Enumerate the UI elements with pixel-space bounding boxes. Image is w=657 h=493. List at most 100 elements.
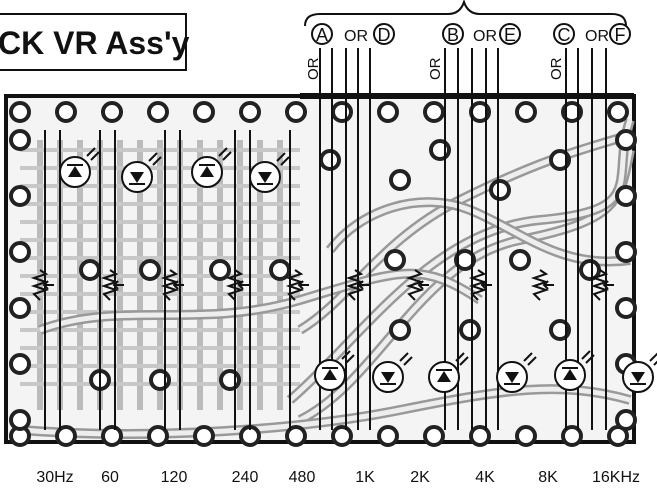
option-group-1: B OR E — [442, 23, 521, 45]
variable-resistor — [468, 269, 488, 301]
solder-pad — [615, 297, 637, 319]
light-rays — [276, 152, 290, 166]
option-primary-label: A — [316, 25, 328, 45]
solder-pad — [429, 139, 451, 161]
solder-pad — [549, 149, 571, 171]
title-text: CK VR Ass'y — [0, 25, 190, 61]
solder-pad — [331, 425, 353, 447]
solder-pad — [423, 101, 445, 123]
led-indicator — [372, 352, 413, 393]
diode-triangle — [68, 166, 82, 177]
variable-resistor — [225, 269, 245, 301]
wiper-arrow — [237, 280, 249, 290]
solder-pad — [389, 319, 411, 341]
solder-pad — [193, 425, 215, 447]
led-indicator — [121, 152, 162, 193]
wiper-arrow — [42, 280, 54, 290]
diode-triangle — [563, 369, 577, 380]
diode-triangle — [631, 372, 645, 383]
diode-triangle — [258, 172, 272, 183]
diode-triangle — [130, 172, 144, 183]
solder-pad — [561, 425, 583, 447]
option-or-label: OR — [473, 28, 497, 45]
solder-pad — [331, 101, 353, 123]
option-or-label: OR — [585, 28, 609, 45]
light-rays — [86, 147, 100, 161]
wiper-arrow — [602, 280, 614, 290]
freq-label-120: 120 — [161, 469, 188, 486]
solder-pad — [9, 101, 31, 123]
wiper-arrow — [542, 280, 554, 290]
light-rays — [581, 350, 595, 364]
led-indicator — [191, 147, 232, 188]
solder-pad — [219, 369, 241, 391]
freq-label-2k: 2K — [410, 469, 430, 486]
led-indicator — [622, 352, 657, 393]
wiper-arrow — [112, 280, 124, 290]
solder-pad — [377, 101, 399, 123]
frequency-labels: 30Hz 60 120 240 480 1K 2K 4K 8K 16KHz — [36, 469, 640, 486]
solder-pad — [607, 101, 629, 123]
solder-pad — [469, 425, 491, 447]
solder-pad — [561, 101, 583, 123]
solder-pad — [147, 425, 169, 447]
option-or-label: OR — [344, 28, 368, 45]
solder-pad — [285, 425, 307, 447]
freq-label-4k: 4K — [475, 469, 495, 486]
variable-resistor — [285, 269, 305, 301]
variable-resistor — [100, 269, 120, 301]
light-rays — [455, 352, 469, 366]
variable-resistor — [345, 269, 365, 301]
solder-pad — [515, 425, 537, 447]
freq-label-16khz: 16KHz — [592, 469, 640, 486]
freq-label-30hz: 30Hz — [36, 469, 73, 486]
solder-pad — [9, 241, 31, 263]
solder-pad — [239, 101, 261, 123]
variable-resistors — [30, 269, 614, 301]
solder-pad — [454, 249, 476, 271]
top-brace — [304, 0, 627, 27]
solder-pad — [269, 259, 291, 281]
option-primary-label: B — [447, 25, 459, 45]
title-box: CK VR Ass'y — [0, 13, 190, 71]
option-alt-label: F — [615, 25, 626, 45]
solder-pad — [615, 409, 637, 431]
light-rays — [523, 352, 537, 366]
vertical-or-label: OR — [427, 57, 444, 80]
variable-resistor — [590, 269, 610, 301]
solder-pad — [9, 129, 31, 151]
led-indicators — [59, 147, 657, 393]
solder-pad — [139, 259, 161, 281]
led-indicator — [314, 350, 355, 391]
wiper-arrow — [172, 280, 184, 290]
diode-triangle — [381, 372, 395, 383]
light-rays — [148, 152, 162, 166]
solder-pad — [101, 101, 123, 123]
freq-label-8k: 8K — [538, 469, 558, 486]
circuit-board — [4, 48, 657, 447]
solder-pad — [193, 101, 215, 123]
diode-triangle — [437, 371, 451, 382]
solder-pad — [377, 425, 399, 447]
trace — [288, 119, 633, 402]
light-rays — [399, 352, 413, 366]
solder-pad — [615, 241, 637, 263]
vertical-or-label: OR — [548, 57, 565, 80]
option-alt-label: E — [504, 25, 516, 45]
solder-pad — [389, 169, 411, 191]
freq-label-1k: 1K — [355, 469, 375, 486]
solder-pad — [55, 101, 77, 123]
wiper-arrow — [417, 280, 429, 290]
solder-pad — [579, 259, 601, 281]
solder-pad — [615, 185, 637, 207]
trace — [19, 386, 631, 437]
variable-resistor — [405, 269, 425, 301]
option-alt-label: D — [378, 25, 391, 45]
solder-pad — [423, 425, 445, 447]
freq-label-240: 240 — [232, 469, 259, 486]
solder-pad — [79, 259, 101, 281]
solder-pad — [459, 319, 481, 341]
variable-resistor — [160, 269, 180, 301]
led-indicator — [428, 352, 469, 393]
